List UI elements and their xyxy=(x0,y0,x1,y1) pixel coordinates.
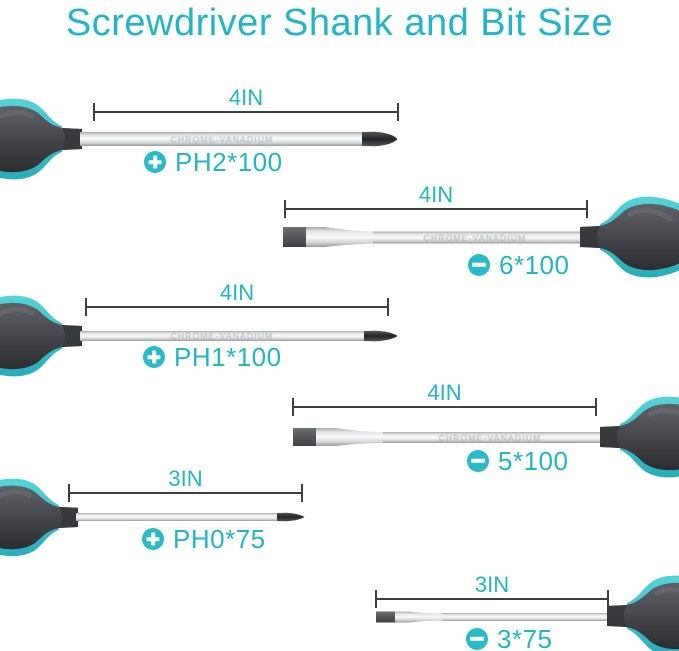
length-label: 4IN xyxy=(219,280,255,305)
bit-size-label: PH1*100 xyxy=(174,341,282,372)
dimension-line xyxy=(85,298,389,316)
dimension-line xyxy=(375,590,609,608)
shank xyxy=(80,331,364,341)
bit-label-row1: PH2*100 xyxy=(144,147,283,177)
bit-label-row2: 6*100 xyxy=(468,250,569,280)
handle xyxy=(0,479,78,557)
shank-marking: CHROME-VANADIUM xyxy=(171,135,274,145)
phillips-tip xyxy=(277,512,305,522)
screwdriver-6x100: CHROME-VANADIUM xyxy=(283,195,679,285)
slotted-icon xyxy=(467,450,489,472)
handle xyxy=(0,296,82,377)
handle xyxy=(600,397,679,478)
bit-label-row6: 3*75 xyxy=(466,624,553,651)
handle xyxy=(0,99,82,180)
slotted-icon xyxy=(466,628,488,650)
dimension-row4: 4IN xyxy=(292,380,597,416)
bit-size-label: PH2*100 xyxy=(175,146,283,177)
phillips-icon xyxy=(142,528,164,550)
bit-size-label: PH0*75 xyxy=(173,523,266,554)
bit-size-label: 3*75 xyxy=(497,623,553,651)
bit-label-row4: 5*100 xyxy=(467,446,568,476)
screwdriver-3x75 xyxy=(376,575,679,651)
bit-label-row5: PH0*75 xyxy=(142,524,266,554)
screwdriver-ph1: CHROME-VANADIUM xyxy=(0,292,398,382)
page-title: Screwdriver Shank and Bit Size xyxy=(65,2,614,44)
bit-size-label: 6*100 xyxy=(499,249,570,280)
phillips-tip xyxy=(364,330,398,342)
screwdriver-5x100: CHROME-VANADIUM xyxy=(293,395,679,485)
shank xyxy=(371,231,582,244)
length-label: 4IN xyxy=(418,182,454,207)
screwdriver-ph0 xyxy=(0,475,305,565)
slotted-tip xyxy=(283,227,306,247)
phillips-icon xyxy=(144,151,166,173)
dimension-row1: 4IN xyxy=(93,85,399,121)
length-label: 4IN xyxy=(427,380,462,405)
phillips-icon xyxy=(143,346,165,368)
slotted-icon xyxy=(468,254,490,276)
handle xyxy=(607,576,679,651)
screwdriver-ph2: CHROME-VANADIUM xyxy=(0,95,398,185)
length-label: 3IN xyxy=(474,572,510,597)
slotted-tip xyxy=(376,611,395,623)
handle xyxy=(580,197,679,278)
shank xyxy=(381,432,602,443)
dimension-line xyxy=(284,200,588,218)
shank-marking: CHROME-VANADIUM xyxy=(439,433,542,443)
phillips-tip xyxy=(362,131,398,147)
dimension-row6: 3IN xyxy=(375,572,609,608)
length-label: 4IN xyxy=(228,85,264,110)
bit-size-label: 5*100 xyxy=(498,445,569,476)
dimension-line xyxy=(292,398,597,416)
shank-marking: CHROME-VANADIUM xyxy=(424,233,527,243)
shank xyxy=(441,613,609,621)
dimension-row2: 4IN xyxy=(284,182,588,218)
shank-marking: CHROME-VANADIUM xyxy=(171,331,274,341)
length-label: 3IN xyxy=(168,466,203,491)
bit-label-row3: PH1*100 xyxy=(143,342,282,372)
slotted-tip xyxy=(293,428,316,446)
shank xyxy=(76,513,277,521)
shank xyxy=(80,132,362,146)
dimension-row5: 3IN xyxy=(68,466,303,502)
dimension-line xyxy=(93,103,399,121)
dimension-row3: 4IN xyxy=(85,280,389,316)
dimension-line xyxy=(68,484,303,502)
